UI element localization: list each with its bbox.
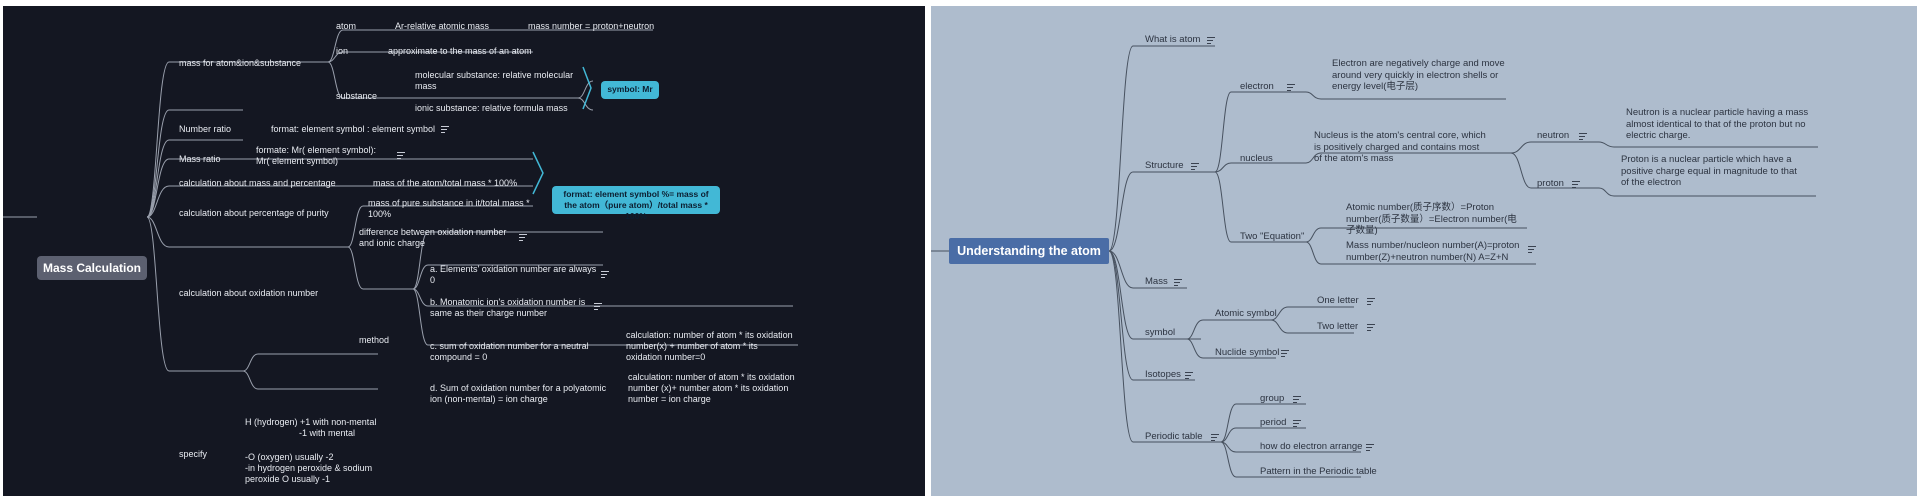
notes-icon[interactable] [441, 126, 449, 133]
node-specify-o2[interactable]: -in hydrogen peroxide & sodium [245, 463, 373, 473]
node-method-b[interactable]: b. Monatomic ion's oxidation number is s… [430, 297, 586, 318]
node-calc-oxidation[interactable]: calculation about oxidation number [179, 288, 319, 298]
node-specify[interactable]: specify [179, 449, 208, 459]
node-mass-ratio[interactable]: Mass ratio [179, 154, 221, 164]
notes-icon[interactable] [1367, 324, 1375, 331]
notes-icon[interactable] [1367, 298, 1375, 305]
node-calc-purity-desc[interactable]: mass of pure substance in it/total mass … [368, 198, 530, 219]
node-what-is-atom[interactable]: What is atom [1145, 34, 1201, 45]
node-mass-ratio-format[interactable]: formate: Mr( element symbol): Mr( elemen… [256, 145, 377, 166]
notes-icon[interactable] [1287, 84, 1295, 91]
notes-icon[interactable] [594, 303, 602, 310]
node-two-letter[interactable]: Two letter [1317, 321, 1359, 332]
node-atomic-symbol[interactable]: Atomic symbol [1215, 308, 1277, 319]
notes-icon[interactable] [1293, 396, 1301, 403]
node-proton[interactable]: proton [1537, 178, 1564, 189]
node-calc-mass-pct[interactable]: calculation about mass and percentage [179, 178, 336, 188]
notes-icon[interactable] [1281, 350, 1289, 357]
node-nucleus[interactable]: nucleus [1240, 153, 1273, 164]
node-period[interactable]: period [1260, 417, 1287, 428]
node-structure[interactable]: Structure [1145, 160, 1184, 171]
node-group[interactable]: group [1260, 393, 1285, 404]
node-nuclide-symbol[interactable]: Nuclide symbol [1215, 347, 1280, 358]
node-oxidation-diff[interactable]: difference between oxidation number and … [359, 227, 507, 248]
node-method-c-calc[interactable]: calculation: number of atom * its oxidat… [626, 330, 793, 362]
node-method-d-calc[interactable]: calculation: number of atom * its oxidat… [628, 372, 795, 404]
node-calc-purity[interactable]: calculation about percentage of purity [179, 208, 329, 218]
node-ionic[interactable]: ionic substance: relative formula mass [415, 103, 568, 113]
node-calc-mass-pct-desc[interactable]: mass of the atom/total mass * 100% [373, 178, 518, 188]
node-electron[interactable]: electron [1240, 81, 1274, 92]
node-specify-h2[interactable]: -1 with mental [299, 428, 356, 438]
node-equation-2[interactable]: Mass number/nucleon number(A)=proton num… [1346, 240, 1520, 263]
node-specify-h1[interactable]: H (hydrogen) +1 with non-mental [245, 417, 377, 427]
notes-icon[interactable] [1207, 37, 1215, 44]
node-atom[interactable]: atom [336, 21, 357, 31]
notes-icon[interactable] [397, 152, 405, 159]
notes-icon[interactable] [1572, 181, 1580, 188]
notes-icon[interactable] [1366, 444, 1374, 451]
node-one-letter[interactable]: One letter [1317, 295, 1359, 306]
node-mass-number[interactable]: mass number = proton+neutron [528, 21, 655, 31]
node-periodic-table[interactable]: Periodic table [1145, 431, 1203, 442]
notes-icon[interactable] [601, 271, 609, 278]
node-symbol[interactable]: symbol [1145, 327, 1176, 338]
node-specify-o3[interactable]: peroxide O usually -1 [245, 474, 331, 484]
node-proton-desc[interactable]: Proton is a nuclear particle which have … [1621, 154, 1797, 188]
node-specify-o1[interactable]: -O (oxygen) usually -2 [245, 452, 334, 462]
notes-icon[interactable] [1579, 133, 1587, 140]
node-neutron-desc[interactable]: Neutron is a nuclear particle having a m… [1626, 107, 1809, 141]
notes-icon[interactable] [1293, 420, 1301, 427]
node-method-a[interactable]: a. Elements' oxidation number are always… [430, 264, 597, 285]
notes-icon[interactable] [1191, 163, 1199, 170]
node-pattern[interactable]: Pattern in the Periodic table [1260, 466, 1377, 477]
node-two-equation[interactable]: Two "Equation" [1240, 231, 1305, 242]
node-neutron[interactable]: neutron [1537, 130, 1570, 141]
node-mass[interactable]: Mass [1145, 276, 1168, 287]
notes-icon[interactable] [1174, 279, 1182, 286]
understanding-atom-mindmap: Understanding the atom What is atom Stru… [931, 6, 1917, 496]
callout-symbol-mr[interactable]: symbol: Mr [601, 81, 659, 99]
node-ion[interactable]: ion [336, 46, 349, 56]
node-substance[interactable]: substance [336, 91, 378, 101]
node-number-ratio-format[interactable]: format: element symbol : element symbol [271, 124, 436, 134]
callout-percentage-format[interactable]: format: element symbol %= mass of the at… [552, 186, 720, 221]
notes-icon[interactable] [519, 234, 527, 241]
notes-icon[interactable] [1528, 246, 1536, 253]
node-molecular[interactable]: molecular substance: relative molecular … [415, 70, 574, 91]
node-ar[interactable]: Ar-relative atomic mass [395, 21, 490, 31]
node-equation-1[interactable]: Atomic number(质子序数）=Proton number(质子数量）=… [1346, 202, 1517, 236]
node-ion-desc[interactable]: approximate to the mass of an atom [388, 46, 532, 56]
notes-icon[interactable] [1185, 372, 1193, 379]
mass-calculation-mindmap: Mass Calculation mass for atom&ion&subst… [3, 6, 925, 496]
node-number-ratio[interactable]: Number ratio [179, 124, 232, 134]
node-isotopes[interactable]: Isotopes [1145, 369, 1181, 380]
node-method-d[interactable]: d. Sum of oxidation number for a polyato… [430, 383, 607, 404]
node-nucleus-desc[interactable]: Nucleus is the atom's central core, whic… [1314, 130, 1486, 164]
node-mass-for[interactable]: mass for atom&ion&substance [179, 58, 302, 68]
node-electron-desc[interactable]: Electron are negatively charge and move … [1332, 58, 1505, 92]
node-method[interactable]: method [359, 335, 390, 345]
notes-icon[interactable] [1211, 434, 1219, 441]
node-electron-arrange[interactable]: how do electron arrange [1260, 441, 1363, 452]
root-node[interactable]: Understanding the atom [949, 238, 1109, 264]
node-method-c[interactable]: c. sum of oxidation number for a neutral… [430, 341, 589, 362]
root-node[interactable]: Mass Calculation [37, 256, 147, 280]
